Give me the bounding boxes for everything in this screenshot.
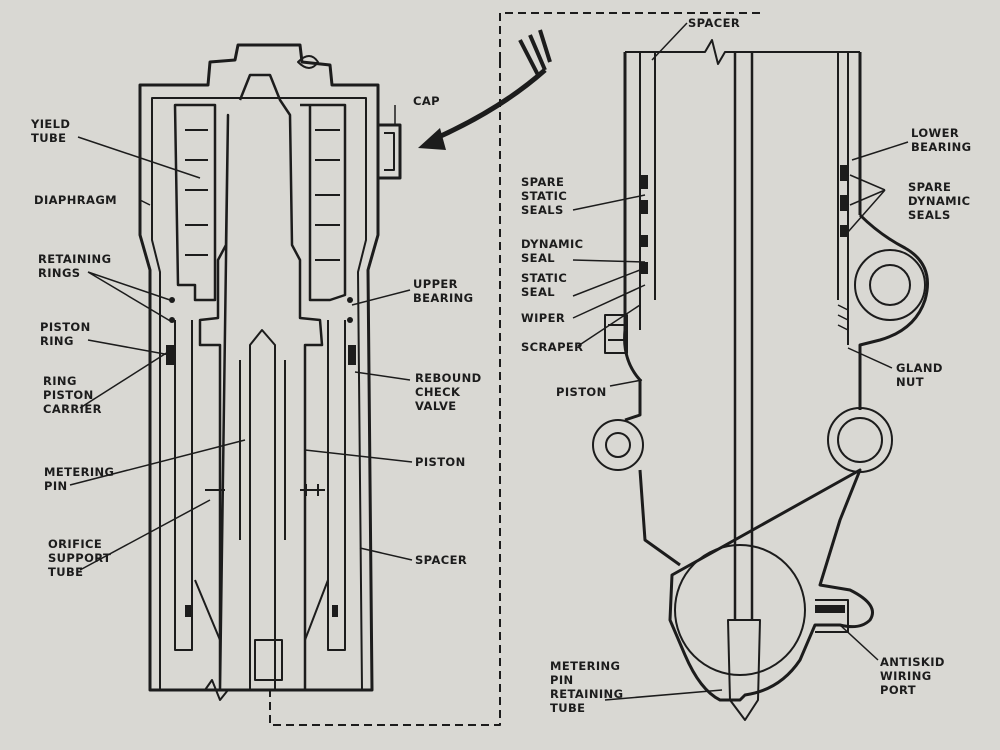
label-yield-tube: YIELD TUBE — [31, 117, 71, 145]
left-center-piston — [198, 73, 324, 692]
right-strut-assembly — [592, 39, 929, 721]
leader-lines — [69, 22, 909, 701]
yield-tube-left — [173, 103, 217, 302]
label-cap: CAP — [413, 94, 440, 108]
label-metering-pin: METERING PIN — [44, 465, 115, 493]
label-lower-bearing: LOWER BEARING — [911, 126, 972, 154]
pointer-arrow — [430, 68, 547, 143]
label-rebound-check-valve: REBOUND CHECK VALVE — [415, 371, 482, 413]
section-divider — [269, 12, 765, 726]
orifice-support-tube — [174, 320, 193, 651]
inner-tube — [733, 52, 754, 620]
label-spare-static-seals: SPARE STATIC SEALS — [521, 175, 568, 217]
label-spacer-left: SPACER — [415, 553, 468, 567]
left-break-line — [150, 679, 372, 701]
metering-pin-outline — [249, 329, 276, 690]
label-retaining-rings: RETAINING RINGS — [38, 252, 112, 280]
upper-right-lug — [854, 249, 926, 321]
right-lower-body — [638, 468, 874, 702]
cap-fitting — [378, 123, 402, 180]
right-piston-body — [623, 213, 929, 422]
label-piston-left: PISTON — [415, 455, 466, 469]
label-ring-piston-carrier: RING PISTON CARRIER — [43, 374, 102, 416]
label-antiskid-wiring-port: ANTISKID WIRING PORT — [880, 655, 945, 697]
label-orifice-support-tube: ORIFICE SUPPORT TUBE — [48, 537, 112, 579]
label-scraper: SCRAPER — [521, 340, 584, 354]
label-diaphragm: DIAPHRAGM — [34, 193, 118, 207]
antiskid-fitting — [815, 599, 849, 633]
label-upper-bearing: UPPER BEARING — [413, 277, 474, 305]
cap-fitting-inner — [384, 132, 395, 171]
gland-nut-threads — [837, 304, 849, 331]
right-break-line — [625, 39, 860, 65]
right-outer-wall — [623, 52, 862, 330]
feather-strokes — [518, 29, 552, 76]
yield-tube-right — [300, 103, 347, 302]
left-inner-cylinder-wall — [151, 97, 367, 691]
label-wiper: WIPER — [521, 311, 566, 325]
label-piston-right: PISTON — [556, 385, 607, 399]
label-spacer-right: SPACER — [688, 16, 741, 30]
label-gland-nut: GLAND NUT — [896, 361, 943, 389]
left-outer-cylinder — [138, 43, 380, 692]
label-spare-dynamic-seals: SPARE DYNAMIC SEALS — [908, 180, 971, 222]
lower-right-lug — [827, 407, 893, 473]
left-lug — [592, 419, 644, 471]
label-static-seal: STATIC SEAL — [521, 271, 568, 299]
lower-chamber — [674, 544, 806, 676]
scraper-fitting — [604, 314, 628, 354]
label-piston-ring: PISTON RING — [40, 320, 91, 348]
label-metering-pin-retaining-tube: METERING PIN RETAINING TUBE — [550, 659, 624, 715]
top-fitting — [297, 55, 319, 69]
label-dynamic-seal: DYNAMIC SEAL — [521, 237, 584, 265]
